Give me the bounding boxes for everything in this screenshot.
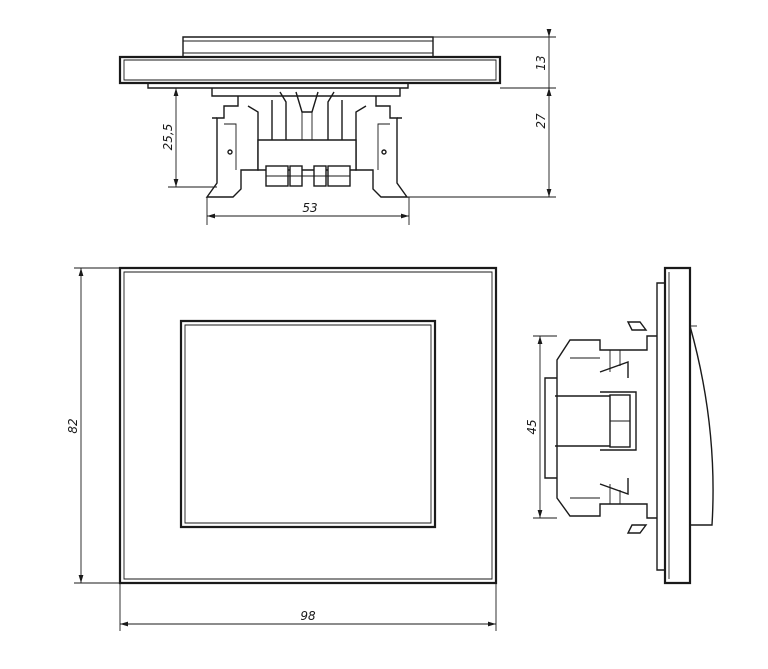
dim-25-5-label: 25,5: [161, 124, 175, 151]
dim-27: 27: [407, 88, 556, 198]
dim-82-label: 82: [66, 418, 80, 433]
front-view-frame: [118, 266, 498, 585]
dim-53-label: 53: [302, 201, 317, 215]
front-view: 82 98: [66, 266, 498, 631]
dim-45: 45: [525, 335, 557, 519]
side-view-rocker: [689, 325, 714, 526]
top-view-mechanism: [205, 91, 409, 198]
side-view: 45: [525, 266, 714, 585]
dim-45-label: 45: [525, 419, 539, 434]
dim-13: 13: [433, 28, 556, 97]
top-view: 13 27 25,5 53: [118, 28, 556, 225]
dim-25-5: 25,5: [161, 87, 217, 188]
dim-13-label: 13: [534, 55, 548, 70]
top-view-rocker: [182, 36, 434, 58]
dim-98: 98: [119, 583, 497, 631]
front-view-rocker: [179, 319, 437, 529]
side-view-mechanism: [544, 321, 657, 534]
dim-82: 82: [66, 267, 120, 584]
dim-27-label: 27: [534, 113, 548, 129]
top-view-support-plate: [211, 88, 401, 97]
dim-98-label: 98: [300, 609, 316, 623]
dim-53: 53: [206, 197, 410, 225]
top-view-frame-plate: [118, 55, 502, 85]
